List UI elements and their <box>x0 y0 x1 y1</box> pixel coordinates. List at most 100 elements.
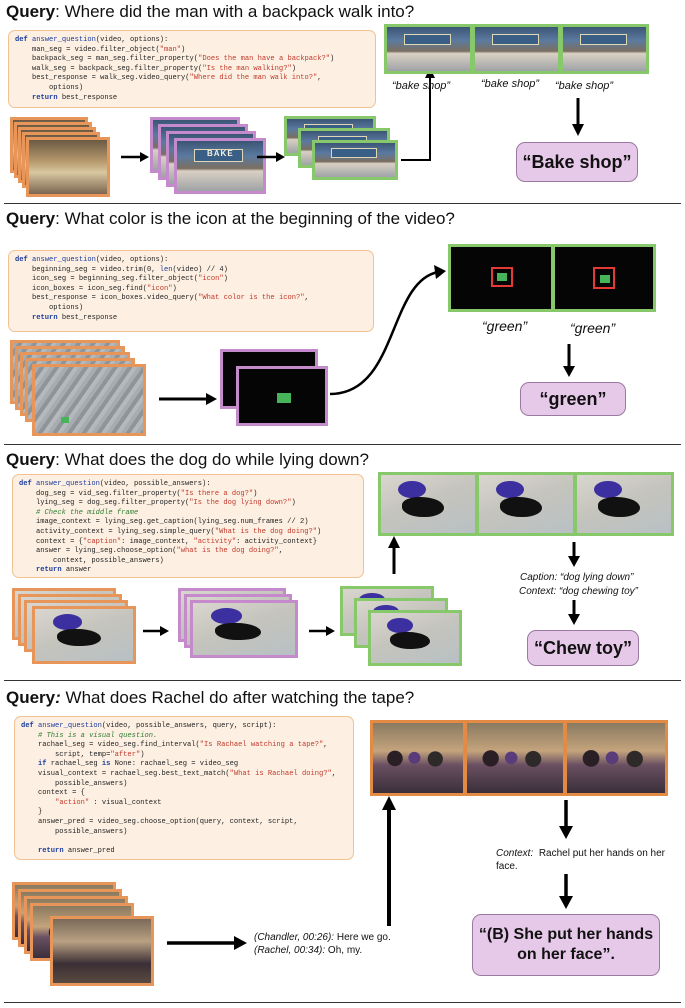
arrow-up-icon <box>388 536 400 574</box>
query-label: Query <box>6 2 56 21</box>
code-block-3: def answer_question(video, possible_answ… <box>12 474 364 578</box>
context-label: Context: <box>496 848 534 859</box>
code-line: answer_pred = video_seg.choose_option(qu… <box>21 817 298 826</box>
green-icon <box>600 275 610 283</box>
script-text: Oh, my. <box>325 945 363 956</box>
result-frame <box>464 720 566 796</box>
code-line: context, possible_answers) <box>19 556 164 565</box>
code-line: possible_answers) <box>21 827 128 836</box>
query-text: : Where did the man with a backpack walk… <box>55 2 415 21</box>
query-1: Query: Where did the man with a backpack… <box>6 2 414 22</box>
code-line: return best_response <box>32 313 118 322</box>
answer-box-4: “(B) She put her hands on her face”. <box>472 914 660 976</box>
result-frame <box>552 244 656 312</box>
green-icon <box>497 273 507 281</box>
arrow-down-icon <box>559 874 573 909</box>
code-line: # This is a visual question. <box>38 731 158 740</box>
arrow-down-icon <box>563 344 575 377</box>
frame-caption: “bake shop” <box>555 80 614 92</box>
arrow-down-icon <box>568 542 580 567</box>
video-frame <box>236 366 328 426</box>
frame-caption: “green” <box>482 318 528 334</box>
answer-box-3: “Chew toy” <box>527 630 639 666</box>
code-line: # Check the middle frame <box>36 508 139 517</box>
code-line: beginning_seg = video.trim(0, len(video)… <box>15 265 228 274</box>
query-label: Query <box>6 688 56 707</box>
green-icon <box>61 417 69 423</box>
result-frame <box>384 24 473 74</box>
result-frame <box>370 720 466 796</box>
caption-value: “dog lying down” <box>560 572 634 583</box>
code-line: answer = lying_seg.choose_option("what i… <box>19 547 283 556</box>
code-line: script, temp="after") <box>21 750 145 759</box>
answer-line: on her face”. <box>517 946 615 963</box>
result-frame <box>378 472 478 536</box>
panel-divider <box>4 1002 681 1003</box>
result-frame <box>574 472 674 536</box>
code-line: backpack_seg = man_seg.filter_property("… <box>15 55 335 64</box>
bounding-box <box>491 267 513 287</box>
code-line: context = { <box>21 789 85 798</box>
arrow-down-icon <box>559 800 573 839</box>
code-line: def answer_question(video, possible_answ… <box>21 722 277 730</box>
query-text: : What color is the icon at the beginnin… <box>55 209 455 228</box>
code-line <box>21 837 347 847</box>
shop-sign-text: BAKE <box>207 149 234 158</box>
code-line: man_seg = video.filter_object("man") <box>15 45 186 54</box>
bounding-box <box>593 267 615 289</box>
code-line: icon_seg = beginning_seg.filter_object("… <box>15 275 228 284</box>
query-label-suffix: : <box>55 688 61 707</box>
video-frame: BAKE <box>174 138 266 194</box>
video-frame <box>190 600 298 658</box>
query-text: What does Rachel do after watching the t… <box>60 688 415 707</box>
code-line: options) <box>15 83 84 92</box>
caption-line: Caption: “dog lying down” <box>520 572 633 583</box>
code-line: options) <box>15 303 84 312</box>
arrow-curve-icon <box>329 265 446 396</box>
result-frame <box>448 244 554 312</box>
script-line-1: (Chandler, 00:26): Here we go. <box>254 932 391 943</box>
arrow-down-icon <box>568 600 580 625</box>
result-frame <box>476 472 576 536</box>
code-line: possible_answers) <box>21 779 128 788</box>
code-block-2: def answer_question(video, options): beg… <box>8 250 374 332</box>
query-label: Query <box>6 450 56 469</box>
code-line: best_response = icon_boxes.video_query("… <box>15 294 309 303</box>
video-frame <box>312 140 398 180</box>
code-line: context = {"caption": image_context, "ac… <box>19 537 318 546</box>
query-label: Query <box>6 209 56 228</box>
script-speaker: (Rachel, 00:34): <box>254 945 326 956</box>
panel-divider <box>4 444 681 445</box>
arrow-up-icon <box>382 796 396 926</box>
code-line: return best_response <box>32 93 118 102</box>
code-line: def answer_question(video, options): <box>15 256 169 264</box>
panel-divider <box>4 680 681 681</box>
code-block-1: def answer_question(video, options): man… <box>8 30 376 108</box>
code-line: "action" : visual_context <box>55 798 162 807</box>
frame-caption: “bake shop” <box>392 80 451 92</box>
green-icon <box>277 393 291 403</box>
arrow-right-icon <box>121 152 149 162</box>
arrow-right-icon <box>159 393 217 405</box>
result-frame <box>560 24 649 74</box>
code-line: visual_context = rachael_seg.best_text_m… <box>21 769 337 778</box>
script-line-2: (Rachel, 00:34): Oh, my. <box>254 945 362 956</box>
arrow-right-icon <box>167 936 247 950</box>
context-line: Context: “dog chewing toy” <box>519 586 638 597</box>
script-speaker: (Chandler, 00:26): <box>254 932 335 943</box>
code-block-4: def answer_question(video, possible_answ… <box>14 716 354 860</box>
code-line: rachael_seg = video_seg.find_interval("I… <box>21 741 328 750</box>
code-line: } <box>21 808 43 817</box>
arrow-down-icon <box>572 98 584 136</box>
query-3: Query: What does the dog do while lying … <box>6 450 369 470</box>
code-line: return answer_pred <box>38 846 115 855</box>
answer-line: “(B) She put her hands <box>478 926 654 943</box>
result-frame <box>472 24 561 74</box>
context-line: Context: Rachel put her hands on her fac… <box>496 847 685 873</box>
frame-caption: “green” <box>570 320 616 336</box>
code-line: if rachael_seg is None: rachael_seg = vi… <box>38 760 239 769</box>
arrow-right-icon <box>309 626 335 636</box>
query-4: Query: What does Rachel do after watchin… <box>6 688 414 708</box>
code-line: image_context = lying_seg.get_caption(ly… <box>19 518 309 527</box>
result-frame <box>564 720 668 796</box>
